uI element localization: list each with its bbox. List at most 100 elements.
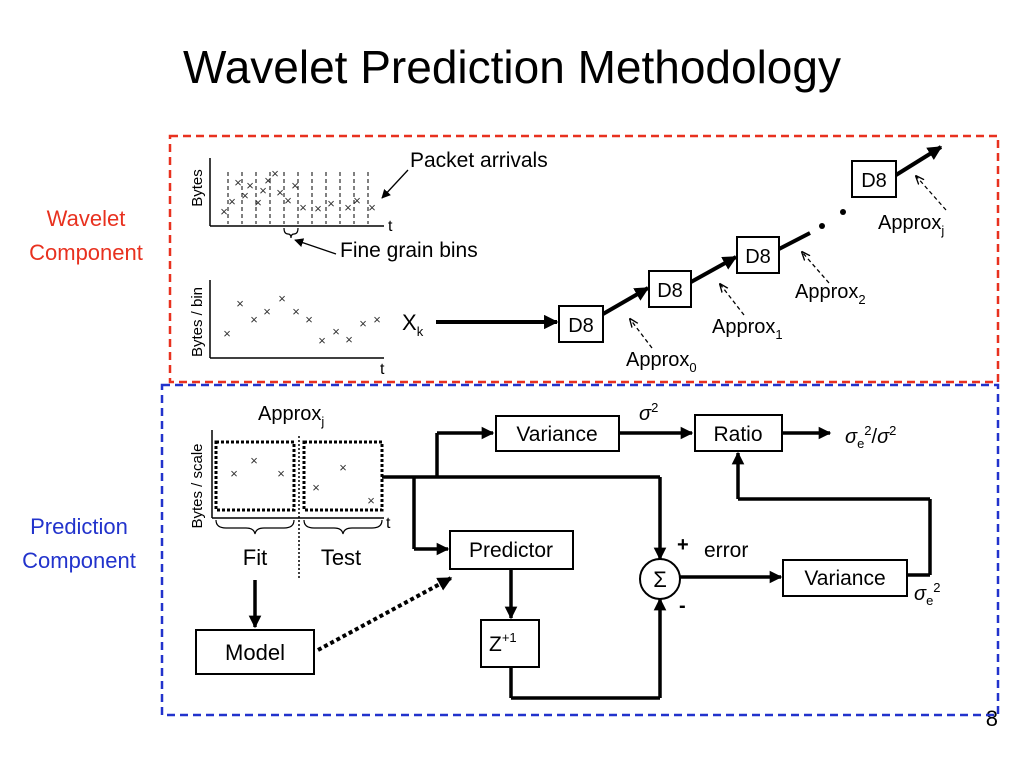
sum-junction <box>639 558 681 600</box>
prediction-section-frame <box>160 383 1000 717</box>
svg-text:×: × <box>359 316 367 331</box>
fit-window <box>214 440 296 512</box>
prediction-component-label: Prediction Component <box>2 510 156 578</box>
sigma-e-sub: e <box>926 593 933 608</box>
variance-error-box <box>782 559 908 597</box>
approx-scale-plot: Approxj ××× ××× Bytes / scale t Fit Test <box>189 403 391 578</box>
svg-text:×: × <box>312 480 320 495</box>
approx-1-base: Approx <box>712 316 775 338</box>
d8-box-j <box>851 160 897 198</box>
prediction-label-line1: Prediction <box>30 514 128 539</box>
continuation-dot-1 <box>819 223 825 229</box>
d8-label-0: D8 <box>568 315 594 337</box>
approx-1-label: Approx1 <box>712 316 783 342</box>
svg-text:×: × <box>250 453 258 468</box>
d8-box-2 <box>736 236 780 274</box>
cascade-arrow-out <box>894 145 943 177</box>
ratio-sigma-2: σ <box>877 426 890 448</box>
error-label: error <box>704 539 748 562</box>
svg-text:×: × <box>223 326 231 341</box>
svg-text:×: × <box>241 188 249 203</box>
bytes-per-bin-plot: ××× ××× ××× ××× Bytes / bin t <box>189 280 385 378</box>
svg-text:×: × <box>367 493 375 508</box>
test-label: Test <box>321 545 361 570</box>
delay-box <box>480 619 540 668</box>
prediction-flow: Variance σ2 Ratio σe2/σ2 Predictor Z+1 M… <box>195 400 941 700</box>
packet-markers: ××× ××× ××× ××× ××× ××× <box>220 166 376 219</box>
svg-text:×: × <box>259 183 267 198</box>
continuation-dot-2 <box>840 209 846 215</box>
approx-dashed-arrows <box>630 176 947 349</box>
wavelet-section-frame <box>168 134 1000 384</box>
svg-text:×: × <box>284 193 292 208</box>
bin-plot-x-label: t <box>380 361 385 378</box>
sigma-symbol: σ <box>639 403 652 425</box>
d8-label-j: D8 <box>861 170 887 192</box>
variance-top-label: Variance <box>516 423 597 446</box>
scale-plot-y-label: Bytes / scale <box>189 443 206 528</box>
approx-j-plot-title-base: Approx <box>258 403 321 425</box>
ratio-sigma-1: σ <box>845 426 858 448</box>
svg-text:×: × <box>299 200 307 215</box>
cascade-arrow-1 <box>690 255 738 284</box>
approx-j-sub: j <box>940 223 944 238</box>
svg-text:×: × <box>345 332 353 347</box>
page-number: 8 <box>985 706 998 731</box>
bin-markers: ××× ××× ××× ××× <box>223 291 381 348</box>
approx-j-plot-title-sub: j <box>320 414 324 429</box>
svg-text:×: × <box>228 194 236 209</box>
ratio-e-sub: e <box>857 436 864 451</box>
svg-text:×: × <box>264 173 272 188</box>
ratio-slash: / <box>872 426 878 448</box>
delay-label: Z+1 <box>489 630 517 656</box>
svg-text:×: × <box>250 312 258 327</box>
ratio-exp-1: 2 <box>864 423 871 438</box>
svg-text:×: × <box>327 196 335 211</box>
approx-1-sub: 1 <box>775 327 782 342</box>
svg-text:×: × <box>234 175 242 190</box>
wavelet-cascade: Xk D8 D8 D8 D8 Approx0 Approx1 Approx2 A… <box>402 145 947 375</box>
svg-text:×: × <box>246 178 254 193</box>
scale-plot-x-label: t <box>386 515 391 532</box>
svg-text:×: × <box>276 185 284 200</box>
sigma-e-symbol: σ <box>914 583 927 605</box>
svg-text:×: × <box>291 178 299 193</box>
predictor-box <box>449 530 574 570</box>
model-to-predictor-arrow <box>317 576 453 652</box>
scale-markers: ××× ××× <box>230 453 375 508</box>
svg-text:×: × <box>305 312 313 327</box>
fine-bins-annotation: Fine grain bins <box>340 239 478 262</box>
approx-j-label: Approxj <box>878 212 944 238</box>
svg-text:×: × <box>373 312 381 327</box>
packet-arrivals-plot: ××× ××× ××× ××× ××× ××× Bytes t Packet a… <box>189 149 548 262</box>
ratio-label: Ratio <box>713 423 762 446</box>
top-plot-y-label: Bytes <box>189 169 206 207</box>
fit-bracket <box>215 519 295 535</box>
svg-text:×: × <box>220 204 228 219</box>
svg-text:×: × <box>236 296 244 311</box>
wavelet-label-line1: Wavelet <box>46 206 126 231</box>
ratio-exp-2: 2 <box>889 423 896 438</box>
minus-sign: - <box>679 595 686 617</box>
packet-arrivals-pointer <box>381 169 409 199</box>
svg-text:×: × <box>278 291 286 306</box>
sum-symbol: Σ <box>653 567 667 592</box>
sigma-e-squared-label: σe2 <box>914 580 941 608</box>
fine-bins-pointer <box>294 238 337 255</box>
bin-plot-y-label: Bytes / bin <box>189 287 206 357</box>
input-signal-sub: k <box>417 324 424 339</box>
input-signal-base: X <box>402 310 417 335</box>
svg-text:×: × <box>254 195 262 210</box>
delay-base: Z <box>489 633 502 656</box>
approx-2-sub: 2 <box>858 292 865 307</box>
svg-text:×: × <box>318 333 326 348</box>
variance-error-label: Variance <box>804 567 885 590</box>
model-label: Model <box>225 640 285 665</box>
svg-text:×: × <box>277 466 285 481</box>
svg-text:×: × <box>332 324 340 339</box>
sigma-exponent: 2 <box>651 400 658 415</box>
d8-label-2: D8 <box>745 246 771 268</box>
fine-bin-bracket <box>283 227 299 239</box>
slide-title: Wavelet Prediction Methodology <box>183 41 841 93</box>
